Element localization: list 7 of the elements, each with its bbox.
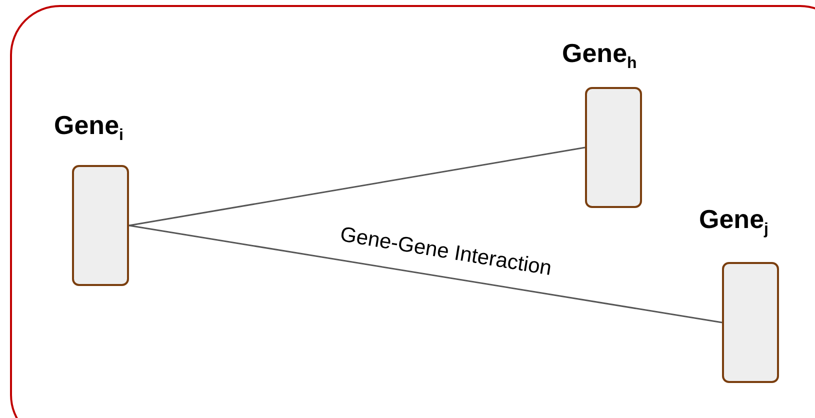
group-frame bbox=[10, 5, 815, 418]
gene-label: Gene$_{i}$ bbox=[54, 110, 124, 146]
connector-line bbox=[128, 224, 722, 324]
edge-label: Gene-Gene Interaction bbox=[338, 222, 553, 282]
connector-line bbox=[128, 146, 586, 226]
gene-label: Gene$_{j}$ bbox=[699, 204, 768, 240]
gene-label: Gene$_{h}$ bbox=[562, 38, 637, 74]
